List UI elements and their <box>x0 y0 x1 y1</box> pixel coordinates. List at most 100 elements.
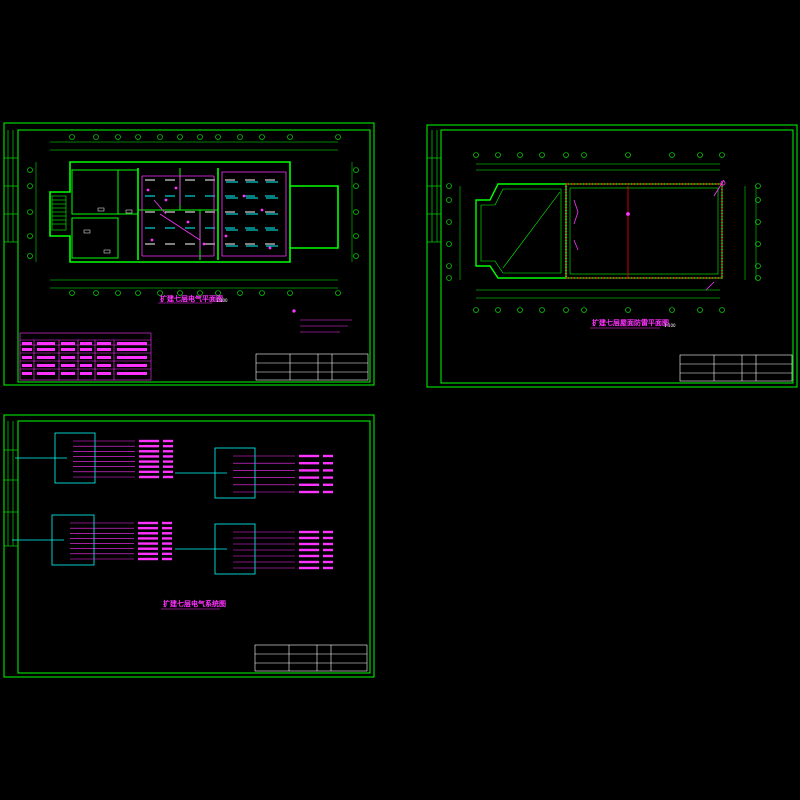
drawing-scale: 1:100 <box>664 323 676 328</box>
circuit-label <box>138 552 158 556</box>
circuit-rating <box>323 536 333 540</box>
axis-bubble <box>669 307 675 313</box>
circuit-label <box>139 439 159 443</box>
outlet-symbol <box>146 188 150 192</box>
circuit-label <box>139 470 159 474</box>
axis-bubble <box>93 134 99 140</box>
axis-bubble <box>755 275 761 281</box>
axis-bubble <box>27 183 33 189</box>
room-label-mark <box>103 249 111 254</box>
circuit-wiring <box>141 171 287 257</box>
table-entry <box>117 372 147 375</box>
table-entry <box>22 342 32 345</box>
circuit-label <box>138 521 158 525</box>
table-entry <box>80 356 92 359</box>
circuit-label <box>299 560 319 564</box>
axis-bubble <box>335 290 341 296</box>
table-entry <box>80 342 92 345</box>
roof-outline <box>475 183 723 279</box>
circuit-label <box>299 548 319 552</box>
axis-bubbles-right <box>353 167 359 259</box>
axis-bubble <box>625 307 631 313</box>
title-block <box>679 354 793 382</box>
drawing-title: 扩建七层屋面防雷平面图 <box>592 318 669 327</box>
circuit-rating <box>163 465 173 468</box>
table-entry <box>22 364 32 367</box>
title-block <box>255 353 369 381</box>
outlet-symbol <box>268 246 272 250</box>
circuit-rating <box>323 490 333 494</box>
axis-bubbles-bottom <box>69 290 341 296</box>
axis-bubble <box>517 307 523 313</box>
table-entry <box>97 356 111 359</box>
axis-bubble <box>697 152 703 158</box>
circuit-rating <box>163 460 173 463</box>
axis-bubble <box>446 219 452 225</box>
sheet-inner-frame <box>17 420 371 674</box>
axis-bubble <box>539 307 545 313</box>
circuit-label <box>138 532 158 535</box>
axis-bubbles-top <box>69 134 341 140</box>
electrical-symbols <box>83 186 272 254</box>
axis-bubble <box>69 134 75 140</box>
axis-bubble <box>27 253 33 259</box>
circuit-rating <box>163 455 173 458</box>
axis-bubble <box>353 253 359 259</box>
axis-bubble <box>581 152 587 158</box>
axis-bubble <box>446 183 452 189</box>
axis-bubbles-top <box>473 152 725 158</box>
axis-bubble <box>446 197 452 203</box>
axis-bubble <box>69 290 75 296</box>
outlet-symbol <box>174 186 178 190</box>
axis-bubble <box>755 183 761 189</box>
table-entry <box>61 364 75 367</box>
circuit-rating <box>323 454 333 458</box>
axis-bubbles-left <box>446 183 452 281</box>
outlet-symbol <box>202 242 206 246</box>
table-entry <box>37 342 55 345</box>
circuit-label <box>139 465 159 468</box>
circuit-label <box>299 490 319 494</box>
axis-bubble <box>27 233 33 239</box>
circuit-rating <box>323 483 333 486</box>
table-entry <box>22 356 32 359</box>
axis-bubble <box>287 290 293 296</box>
axis-bubble <box>27 209 33 215</box>
sheet-inner-frame <box>17 129 371 383</box>
circuit-rating <box>323 530 333 534</box>
sheet-outer-frame <box>426 124 798 388</box>
table-entry <box>61 342 75 345</box>
circuit-label <box>299 454 319 458</box>
circuit-label <box>139 460 159 463</box>
circuit-rating <box>323 566 333 570</box>
axis-bubble <box>669 152 675 158</box>
axis-bubble <box>197 290 203 296</box>
axis-bubble <box>353 183 359 189</box>
sheet-binding-strip <box>4 130 18 243</box>
table-entry <box>22 348 32 351</box>
axis-bubble <box>539 152 545 158</box>
table-entry <box>80 372 92 375</box>
sheet-electrical-system: 扩建七层电气系统图 <box>3 414 375 678</box>
circuit-rating <box>162 557 172 561</box>
top-dimension-lines <box>35 141 353 289</box>
table-entry <box>97 372 111 375</box>
circuit-label <box>139 444 159 448</box>
axis-bubble <box>755 263 761 269</box>
circuit-rating <box>323 469 333 472</box>
sheet-outer-frame <box>3 122 375 386</box>
circuit-label <box>299 476 319 479</box>
circuit-rating <box>162 526 172 530</box>
room-label-mark <box>83 229 91 234</box>
axis-bubble <box>473 152 479 158</box>
circuit-label <box>139 450 159 453</box>
axis-bubble <box>259 134 265 140</box>
circuit-rating <box>162 547 172 550</box>
axis-bubble <box>335 134 341 140</box>
circuit-label <box>299 483 319 486</box>
circuit-rating <box>162 537 172 540</box>
axis-bubble <box>495 152 501 158</box>
axis-bubble <box>446 263 452 269</box>
axis-bubble <box>581 307 587 313</box>
drawing-scale: 1:100 <box>216 298 228 303</box>
